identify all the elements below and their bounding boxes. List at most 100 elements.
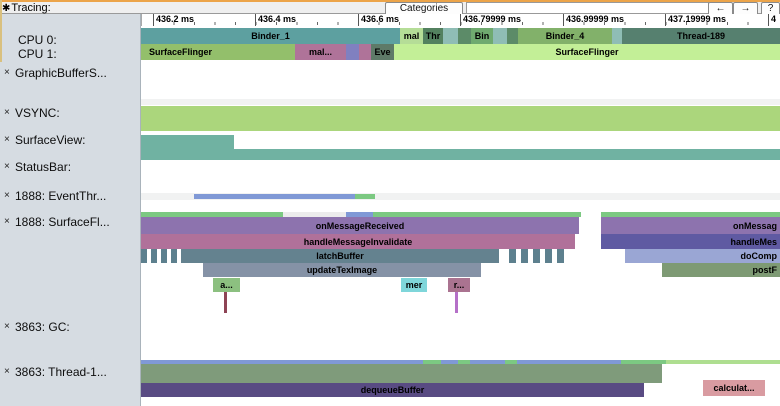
sidebar-row: CPU 0:: [0, 33, 140, 47]
cpu1-slice[interactable]: [359, 44, 371, 60]
cpu0-slice[interactable]: Thr: [423, 28, 443, 44]
thread-strip-slice[interactable]: [517, 360, 621, 364]
close-track-icon[interactable]: ×: [4, 107, 10, 118]
sf-slice[interactable]: handleMessageInvalidate: [141, 234, 575, 249]
sf-slice[interactable]: postF: [662, 263, 780, 277]
cpu0-slice[interactable]: mal: [400, 28, 423, 44]
thread-slice[interactable]: [141, 364, 662, 383]
track-background: [141, 193, 780, 200]
sf-slice[interactable]: [533, 249, 540, 263]
thread-strip-slice[interactable]: [505, 360, 517, 364]
cpu0-slice[interactable]: [458, 28, 471, 44]
track-label: VSYNC:: [15, 106, 60, 120]
sf-slice[interactable]: onMessageReceived: [141, 217, 579, 234]
ruler-tick-label: 4: [768, 14, 776, 26]
cpu1-slice[interactable]: mal...: [295, 44, 346, 60]
sf-strip-slice[interactable]: [141, 212, 283, 217]
sf-slice[interactable]: updateTexImage: [203, 263, 481, 277]
sf-slice[interactable]: doComp: [625, 249, 780, 263]
close-track-icon[interactable]: ×: [4, 366, 10, 377]
sidebar-row: ×3863: GC:: [0, 320, 140, 334]
cpu1-slice[interactable]: SurfaceFlinger: [394, 44, 780, 60]
cpu0-slice[interactable]: Thread-189: [622, 28, 780, 44]
trace-marker[interactable]: [455, 292, 458, 313]
eventthread-slice[interactable]: [355, 194, 375, 199]
thread-strip-slice[interactable]: [458, 360, 470, 364]
close-track-icon[interactable]: ×: [4, 190, 10, 201]
cpu0-slice[interactable]: Bin: [471, 28, 493, 44]
trace-marker[interactable]: [224, 292, 227, 313]
thread-strip-slice[interactable]: [423, 360, 441, 364]
vsync-slice[interactable]: [141, 106, 780, 131]
sidebar: CPU 0:CPU 1: × GraphicBufferS... × VSYNC: ×Su…: [0, 14, 141, 406]
ruler-tick-label: 436.6 ms: [358, 14, 399, 26]
busy-spinner-icon: ✱: [2, 3, 11, 14]
track-label: StatusBar:: [15, 160, 72, 174]
track-label: GraphicBufferS...: [15, 66, 107, 80]
sf-slice[interactable]: [557, 249, 564, 263]
sidebar-row: × 3863: Thread-1...: [0, 365, 140, 379]
close-track-icon[interactable]: ×: [4, 161, 10, 172]
sf-slice[interactable]: latchBuffer: [181, 249, 499, 263]
search-input[interactable]: [466, 2, 709, 14]
ruler-tick-label: 436.2 ms: [153, 14, 194, 26]
cpu0-slice[interactable]: [443, 28, 458, 44]
close-track-icon[interactable]: ×: [4, 216, 10, 227]
cpu0-slice[interactable]: [507, 28, 518, 44]
sf-strip-slice[interactable]: [346, 212, 373, 217]
ruler-tick-label: 436.4 ms: [255, 14, 296, 26]
eventthread-slice[interactable]: [194, 194, 355, 199]
sf-slice[interactable]: [509, 249, 516, 263]
close-track-icon[interactable]: ×: [4, 134, 10, 145]
thread-strip-slice[interactable]: [470, 360, 505, 364]
sidebar-row: × StatusBar:: [0, 160, 140, 174]
surfaceview-slice[interactable]: [141, 135, 234, 149]
thread-strip-slice[interactable]: [621, 360, 666, 364]
cpu0-slice[interactable]: [493, 28, 507, 44]
thread-strip-slice[interactable]: [441, 360, 458, 364]
cpu1-slice[interactable]: Eve: [371, 44, 394, 60]
page-title: Tracing:: [11, 2, 51, 14]
sf-slice[interactable]: [171, 249, 177, 263]
thread-strip-slice[interactable]: [666, 360, 780, 364]
close-track-icon[interactable]: ×: [4, 67, 10, 78]
sf-strip-slice[interactable]: [373, 212, 581, 217]
track-background: [141, 99, 780, 105]
sf-slice[interactable]: [151, 249, 157, 263]
sf-slice[interactable]: mer: [401, 278, 427, 292]
ruler-tick-label: 437.19999 ms: [665, 14, 726, 26]
sidebar-row: ×1888: SurfaceFl...: [0, 215, 140, 229]
thread-slice[interactable]: calculat...: [703, 380, 765, 396]
sf-slice[interactable]: [545, 249, 552, 263]
cpu0-slice[interactable]: Binder_4: [518, 28, 612, 44]
track-label: CPU 1:: [18, 47, 57, 61]
thread-strip-slice[interactable]: [141, 360, 423, 364]
sidebar-row: CPU 1:: [0, 47, 140, 61]
cpu1-slice[interactable]: [346, 44, 359, 60]
sf-slice[interactable]: onMessag: [601, 217, 780, 234]
toolbar: ✱Tracing: Categories ← → ?: [0, 0, 780, 16]
track-label: 3863: Thread-1...: [15, 365, 107, 379]
thread-slice[interactable]: dequeueBuffer: [141, 383, 644, 397]
sf-slice[interactable]: [161, 249, 167, 263]
sidebar-row: × GraphicBufferS...: [0, 66, 140, 80]
sf-slice[interactable]: [141, 249, 147, 263]
sf-strip-slice[interactable]: [601, 212, 780, 217]
ruler-tick-label: 436.79999 ms: [460, 14, 521, 26]
surfaceview-slice[interactable]: [141, 149, 780, 160]
sf-slice[interactable]: a...: [213, 278, 240, 292]
cpu0-slice[interactable]: [612, 28, 622, 44]
cpu1-slice[interactable]: SurfaceFlinger: [141, 44, 295, 60]
sf-slice[interactable]: handleMes: [601, 234, 780, 249]
sf-slice[interactable]: r...: [448, 278, 470, 292]
sf-slice[interactable]: [521, 249, 528, 263]
sidebar-row: ×1888: EventThr...: [0, 189, 140, 203]
track-label: CPU 0:: [18, 33, 57, 47]
ruler-minor-ticks: [153, 22, 780, 25]
cpu0-slice[interactable]: Binder_1: [141, 28, 400, 44]
sidebar-row: ×SurfaceView:: [0, 133, 140, 147]
close-track-icon[interactable]: ×: [4, 321, 10, 332]
